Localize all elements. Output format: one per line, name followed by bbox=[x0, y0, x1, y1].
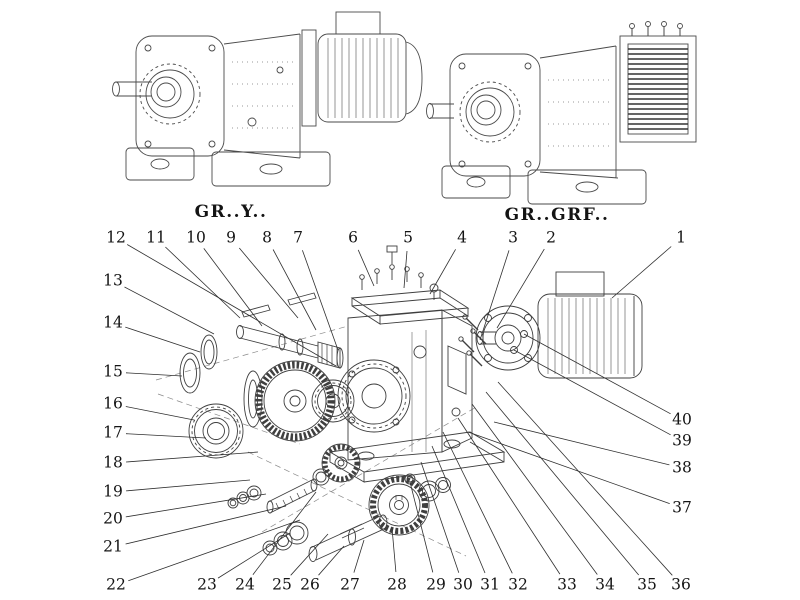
callout-31: 31 bbox=[480, 575, 500, 594]
leader-line-26 bbox=[318, 545, 345, 576]
leader-line-10 bbox=[203, 248, 263, 327]
callout-37: 37 bbox=[672, 498, 692, 517]
intermediate-gear-set bbox=[227, 443, 361, 514]
callout-9: 9 bbox=[226, 228, 236, 247]
callout-22: 22 bbox=[106, 575, 126, 594]
callout-2: 2 bbox=[546, 228, 556, 247]
callout-8: 8 bbox=[262, 228, 272, 247]
leader-line-6 bbox=[357, 249, 375, 287]
leader-line-25 bbox=[290, 533, 329, 576]
leader-line-29 bbox=[409, 481, 434, 573]
leader-line-23 bbox=[217, 532, 291, 579]
callout-21: 21 bbox=[103, 537, 123, 556]
leader-line-37 bbox=[467, 431, 670, 504]
leader-line-30 bbox=[420, 461, 460, 573]
callout-36: 36 bbox=[671, 575, 691, 594]
leader-line-34 bbox=[471, 403, 598, 575]
exploded-view-drawing bbox=[155, 245, 643, 562]
leader-line-27 bbox=[353, 539, 365, 573]
leader-line-28 bbox=[391, 527, 397, 573]
leader-line-11 bbox=[165, 246, 241, 319]
callout-30: 30 bbox=[453, 575, 473, 594]
callout-23: 23 bbox=[197, 575, 217, 594]
leader-line-32 bbox=[442, 431, 513, 574]
leader-line-1 bbox=[611, 246, 672, 299]
callout-25: 25 bbox=[272, 575, 292, 594]
leader-line-2 bbox=[496, 248, 545, 329]
motor-assembly bbox=[458, 271, 643, 379]
machine-variant-y-drawing bbox=[112, 11, 423, 187]
leader-line-5 bbox=[403, 250, 408, 289]
callout-26: 26 bbox=[300, 575, 320, 594]
callout-3: 3 bbox=[508, 228, 518, 247]
leader-lines bbox=[124, 244, 673, 582]
leader-line-35 bbox=[485, 391, 640, 576]
leader-line-9 bbox=[238, 247, 299, 319]
callout-18: 18 bbox=[103, 453, 123, 472]
machine-variant-grf-drawing bbox=[426, 21, 697, 205]
output-shaft-assembly bbox=[262, 473, 451, 562]
leader-line-7 bbox=[302, 250, 339, 351]
callout-5: 5 bbox=[403, 228, 413, 247]
variant-label-gr-y: GR..Y.. bbox=[194, 202, 268, 222]
callout-6: 6 bbox=[348, 228, 358, 247]
callout-4: 4 bbox=[457, 228, 467, 247]
callout-28: 28 bbox=[387, 575, 407, 594]
leader-line-12 bbox=[126, 244, 337, 367]
leader-line-40 bbox=[523, 333, 671, 415]
leader-line-31 bbox=[431, 445, 486, 574]
leader-line-8 bbox=[272, 249, 317, 331]
callout-16: 16 bbox=[103, 394, 123, 413]
leader-line-33 bbox=[457, 417, 561, 575]
callout-27: 27 bbox=[340, 575, 360, 594]
leader-line-22 bbox=[128, 519, 301, 582]
callout-20: 20 bbox=[103, 509, 123, 528]
callout-34: 34 bbox=[595, 575, 615, 594]
callout-40: 40 bbox=[672, 410, 692, 429]
callout-1: 1 bbox=[676, 228, 686, 247]
leader-line-39 bbox=[513, 349, 671, 436]
callout-38: 38 bbox=[672, 458, 692, 477]
callout-12: 12 bbox=[106, 228, 126, 247]
leader-line-38 bbox=[493, 421, 670, 466]
callout-11: 11 bbox=[146, 228, 166, 247]
callout-19: 19 bbox=[103, 482, 123, 501]
callout-10: 10 bbox=[186, 228, 206, 247]
callout-17: 17 bbox=[103, 423, 123, 442]
leader-line-13 bbox=[124, 286, 215, 335]
leader-line-15 bbox=[125, 372, 183, 377]
leader-line-24 bbox=[252, 491, 317, 575]
callout-15: 15 bbox=[103, 362, 123, 381]
callout-24: 24 bbox=[235, 575, 255, 594]
callout-35: 35 bbox=[637, 575, 657, 594]
leader-line-20 bbox=[125, 493, 267, 518]
leader-line-18 bbox=[125, 451, 259, 463]
leader-line-21 bbox=[125, 505, 287, 545]
leader-line-19 bbox=[125, 479, 251, 492]
leader-line-17 bbox=[125, 433, 207, 439]
leader-line-14 bbox=[125, 326, 201, 353]
callout-32: 32 bbox=[508, 575, 528, 594]
leader-line-16 bbox=[125, 406, 195, 421]
leader-line-3 bbox=[479, 250, 510, 341]
leader-line-36 bbox=[497, 381, 673, 576]
first-stage-gear-set bbox=[188, 360, 355, 459]
variant-label-gr-grf: GR..GRF.. bbox=[504, 205, 610, 225]
callout-13: 13 bbox=[103, 271, 123, 290]
callout-14: 14 bbox=[103, 313, 123, 332]
leader-line-4 bbox=[429, 249, 456, 295]
callout-29: 29 bbox=[426, 575, 446, 594]
callout-39: 39 bbox=[672, 431, 692, 450]
callout-33: 33 bbox=[557, 575, 577, 594]
callout-7: 7 bbox=[293, 228, 303, 247]
gear-housing bbox=[328, 245, 506, 483]
alignment-guides bbox=[155, 325, 479, 557]
